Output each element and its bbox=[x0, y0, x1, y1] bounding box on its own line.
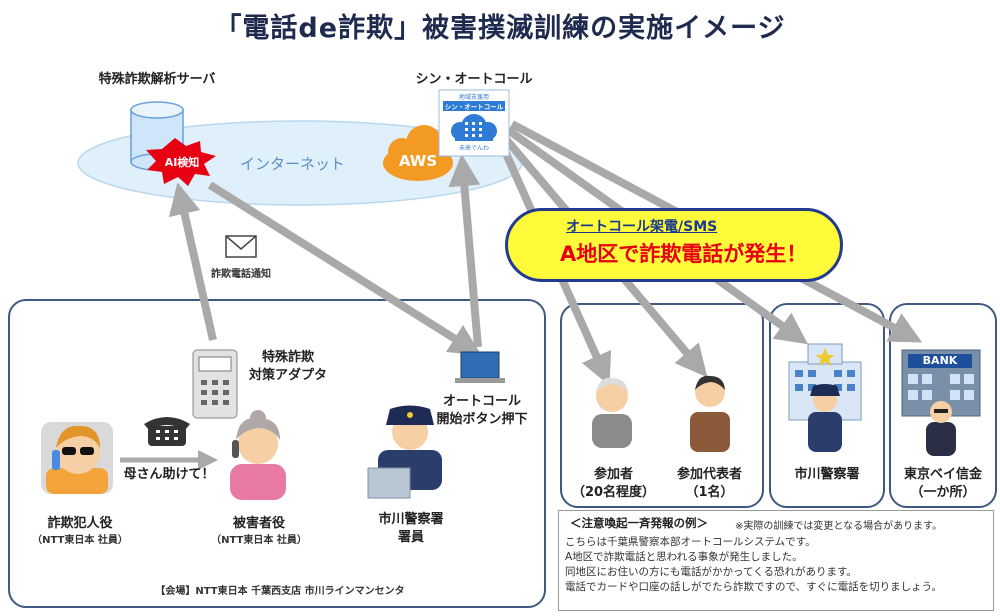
mail-icon bbox=[225, 235, 257, 258]
representative-label-line1: 参加代表者 bbox=[676, 467, 742, 482]
victim-person-icon bbox=[230, 410, 286, 500]
fraudster-org: （NTT東日本 社員） bbox=[32, 535, 128, 546]
button-label-line2: 開始ボタン押下 bbox=[436, 412, 528, 427]
bank-label-line2: （一か所） bbox=[910, 485, 976, 500]
bank-label-line1: 東京ベイ信金 bbox=[903, 467, 982, 482]
notice-line-1: こちらは千葉県警察本部オートコールシステムです。 bbox=[565, 536, 816, 548]
ai-detection-label: AI検知 bbox=[164, 156, 200, 169]
bank-icon bbox=[901, 349, 981, 456]
aws-cloud-icon bbox=[383, 125, 453, 181]
call-speech-text: 母さん助けて！ bbox=[123, 467, 215, 482]
fraudster-name: 詐欺犯人役 bbox=[47, 516, 113, 531]
participant-person-icon bbox=[592, 377, 632, 448]
officer-label-line2: 署員 bbox=[397, 530, 424, 545]
officer-label-line1: 市川警察署 bbox=[378, 512, 444, 527]
officer-person-icon bbox=[367, 405, 442, 499]
alert-bubble bbox=[505, 208, 843, 282]
participant-label-line2: （20名程度） bbox=[571, 485, 656, 500]
laptop-icon bbox=[455, 351, 505, 383]
arrow-server-to-pc bbox=[207, 181, 482, 356]
autocall-label: シン・オートコール bbox=[415, 72, 533, 87]
arrow-adapter-to-server bbox=[168, 182, 217, 341]
server-label: 特殊詐欺解析サーバ bbox=[98, 72, 216, 87]
participants-box bbox=[560, 303, 764, 508]
victim-name: 被害者役 bbox=[232, 516, 285, 531]
mail-label: 詐欺電話通知 bbox=[211, 269, 271, 280]
notice-line-4: 電話でカードや口座の話しがでたら詐欺ですので、すぐに電話を切りましょう。 bbox=[565, 581, 942, 593]
adapter-device-icon bbox=[192, 349, 238, 419]
adapter-label-line2: 対策アダプタ bbox=[248, 368, 327, 383]
arrow-pc-to-autocall bbox=[448, 154, 482, 348]
notice-heading: ＜注意喚起一斉発報の例＞ bbox=[570, 516, 708, 530]
autocall-logo-bottom: 未来でんわ bbox=[458, 145, 489, 152]
autocall-logo-ribbon: シン・オートコール bbox=[444, 103, 504, 111]
autocall-logo-top: 地域支援用 bbox=[458, 94, 489, 101]
alert-bubble-subtitle: オートコール架電/SMS bbox=[566, 219, 718, 235]
notice-box bbox=[558, 510, 994, 611]
autocall-logo bbox=[438, 89, 510, 157]
participant-label-line1: 参加者 bbox=[593, 467, 633, 482]
representative-label-line2: （1名） bbox=[685, 485, 734, 500]
button-label-line1: オートコール bbox=[442, 394, 521, 409]
adapter-label-line1: 特殊詐欺 bbox=[261, 350, 314, 365]
fraudster-person-icon bbox=[41, 422, 113, 494]
police-station-label: 市川警察署 bbox=[794, 467, 860, 482]
aws-label: AWS bbox=[398, 152, 438, 170]
alert-bubble-message: A地区で詐欺電話が発生！ bbox=[560, 242, 808, 266]
police-station-icon bbox=[788, 343, 862, 452]
bank-sign-text: BANK bbox=[922, 354, 958, 367]
page-title: 「電話de詐欺」被害撲滅訓練の実施イメージ bbox=[214, 13, 786, 44]
representative-person-icon bbox=[690, 375, 730, 452]
venue-label: 【会場】NTT東日本 千葉西支店 市川ラインマンセンタ bbox=[155, 586, 405, 597]
victim-org: （NTT東日本 社員） bbox=[211, 535, 307, 546]
telephone-icon bbox=[144, 417, 190, 446]
internet-label: インターネット bbox=[240, 155, 346, 173]
notice-note: ※実際の訓練では変更となる場合があります。 bbox=[735, 521, 943, 532]
ai-burst-icon bbox=[146, 138, 216, 186]
notice-line-2: A地区で詐欺電話と思われる事象が発生しました。 bbox=[565, 551, 803, 563]
notice-line-3: 同地区にお住いの方にも電話がかかってくる恐れがあります。 bbox=[565, 566, 857, 578]
